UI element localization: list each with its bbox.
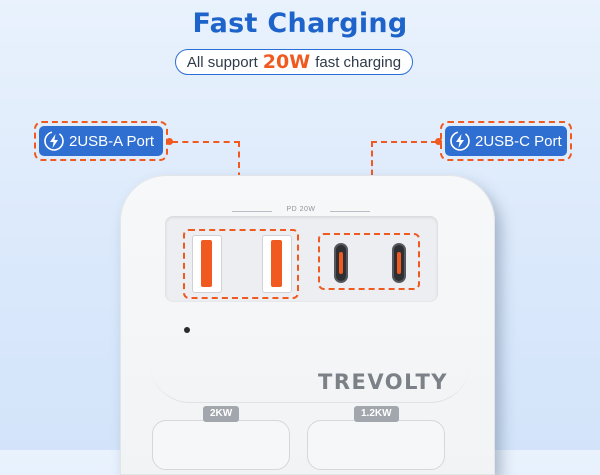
pd-label-line	[330, 211, 370, 212]
subtitle-prefix: All support	[186, 53, 258, 71]
pd-label-line	[232, 211, 272, 212]
socket-power-badge: 1.2KW	[354, 406, 399, 422]
usb-c-connector-line	[371, 141, 437, 143]
subtitle-suffix: fast charging	[315, 53, 402, 71]
usb-a-callout-label: 2USB-A Port	[69, 132, 155, 150]
lightning-bolt-circle-icon	[450, 131, 470, 151]
usb-c-port	[392, 243, 406, 283]
usb-a-connector-line	[172, 141, 240, 143]
usb-c-port	[334, 243, 348, 283]
usb-c-highlight-box	[318, 233, 420, 290]
subtitle-pill: All support 20W fast charging	[175, 49, 413, 75]
usb-a-highlight-box	[183, 229, 299, 299]
indicator-led	[184, 327, 190, 333]
brand-logo: TREVOLTY	[318, 370, 449, 394]
body-contour	[150, 357, 470, 403]
lightning-bolt-circle-icon	[44, 131, 64, 151]
usb-c-callout: 2USB-C Port	[440, 121, 572, 161]
usb-c-connector-dot	[435, 138, 442, 145]
pd-label: PD 20W	[286, 206, 316, 213]
page-title: Fast Charging	[192, 8, 408, 39]
usb-a-port	[192, 235, 222, 293]
usb-a-connector-dot	[166, 138, 173, 145]
usb-a-callout: 2USB-A Port	[34, 121, 168, 161]
subtitle-highlight: 20W	[262, 51, 311, 73]
usb-a-port	[262, 235, 292, 293]
ac-socket-right	[307, 420, 445, 470]
socket-power-badge: 2KW	[203, 406, 240, 422]
usb-c-callout-label: 2USB-C Port	[475, 132, 562, 150]
ac-socket-left	[152, 420, 290, 470]
